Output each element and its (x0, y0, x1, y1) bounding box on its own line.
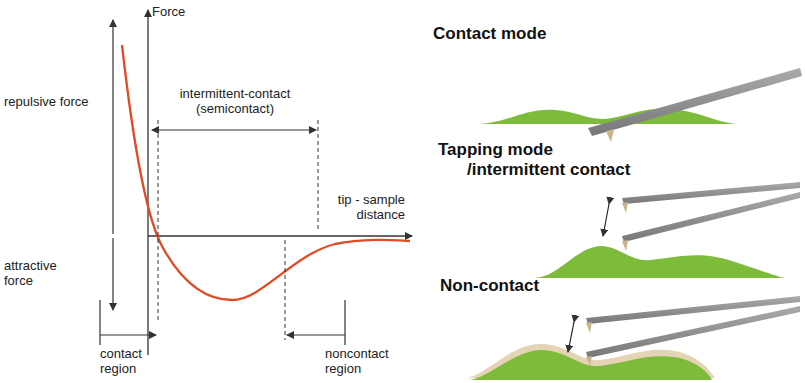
mode-heading: Non-contact (440, 276, 600, 296)
axis-label: tip - sample distance (325, 192, 405, 222)
region-label: contact region (100, 346, 170, 376)
mode-heading: Contact mode (433, 24, 633, 44)
mode-heading: Tapping mode /intermittent contact (438, 140, 647, 180)
region-label: noncontact region (325, 346, 405, 376)
axis-label: attractive force (4, 258, 84, 288)
region-label: intermittent-contact (semicontact) (160, 86, 310, 116)
axis-label: Force (152, 4, 212, 19)
axis-label: repulsive force (4, 94, 109, 109)
